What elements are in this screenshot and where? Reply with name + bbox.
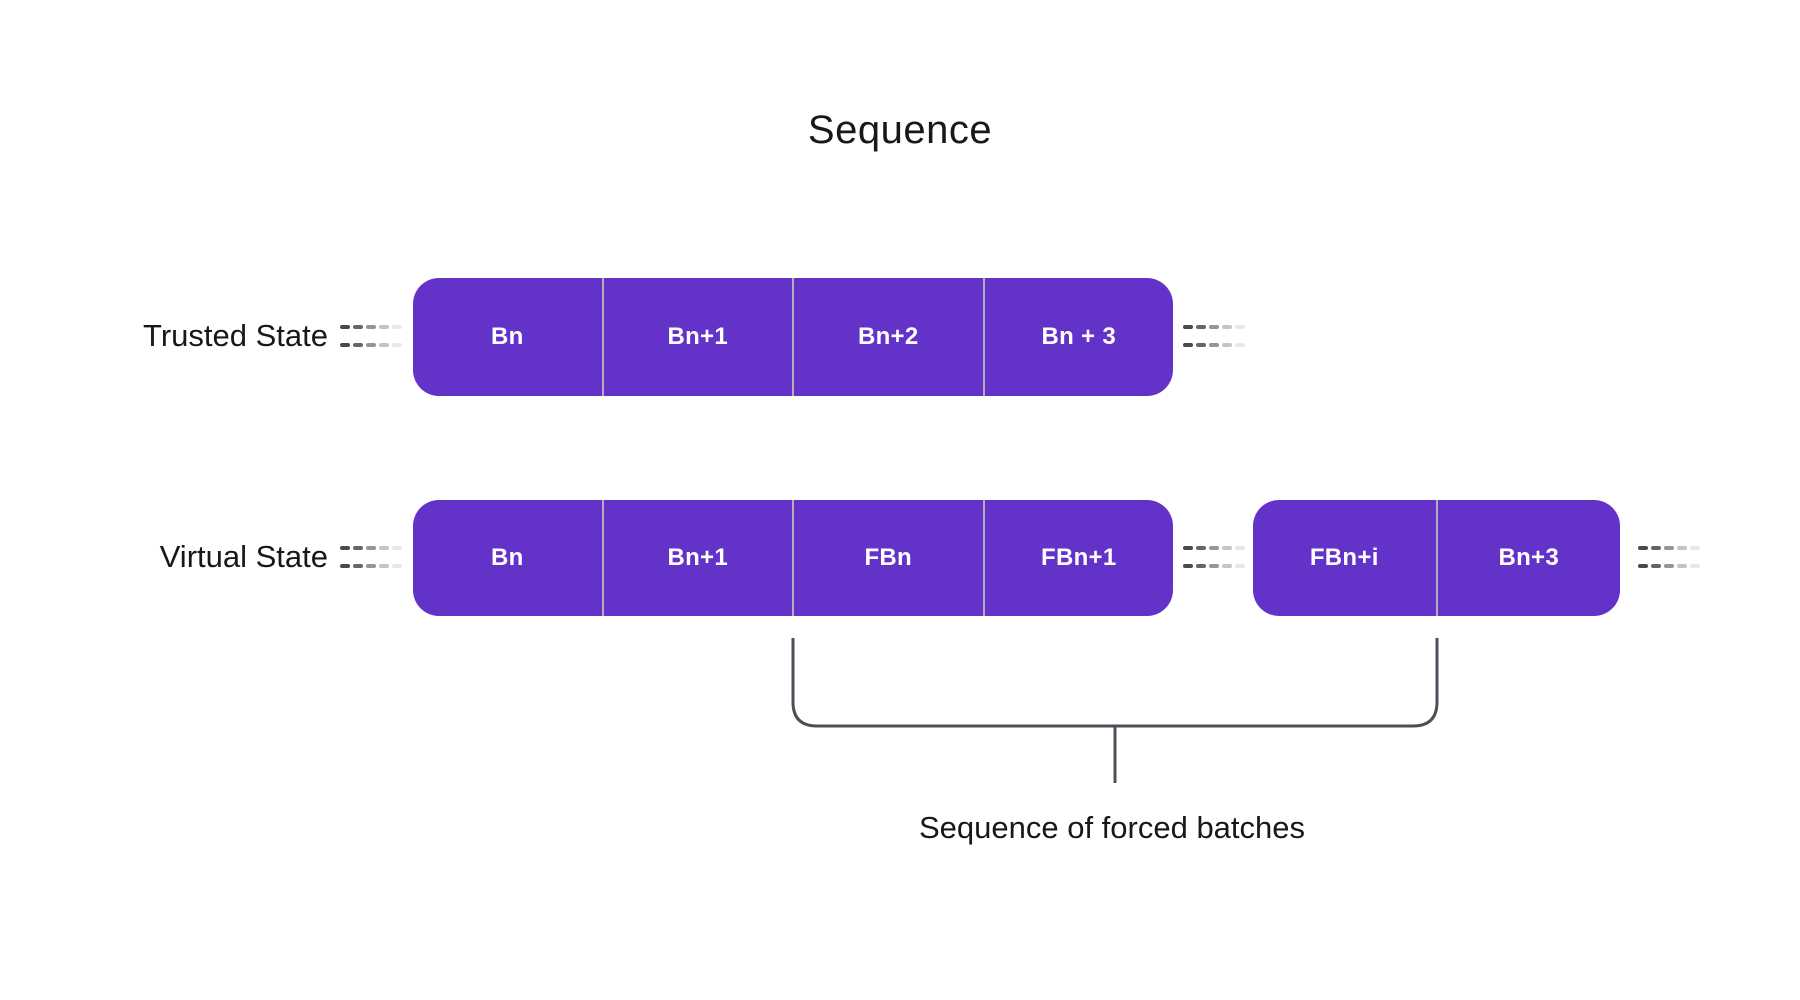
dash-line [1183,546,1245,550]
batch-segment: Bn + 3 [1041,323,1116,350]
batch-segment: FBn [794,500,985,616]
diagram-title: Sequence [807,108,993,152]
dashed-connector [340,546,402,568]
dash-line [1183,343,1245,347]
dash-line [1183,564,1245,568]
batch-segment: Bn+2 [794,278,985,396]
dash-line [340,564,402,568]
brace-bracket [791,638,1439,783]
batch-segment: Bn [413,500,604,616]
dash-line [340,325,402,329]
trusted-batch-group: Bn Bn+1 Bn+2 Bn + 3 [413,278,1173,396]
forced-batches-label: Sequence of forced batches [918,810,1306,845]
dash-line [1638,546,1700,550]
dash-line [1638,564,1700,568]
virtual-state-label: Virtual State [159,539,328,574]
dashed-connector [340,325,402,347]
virtual-batch-group-2: FBn+i Bn+3 [1253,500,1620,616]
batch-segment: Bn+1 [604,500,794,616]
virtual-batch-group-1: Bn Bn+1 FBn FBn+1 [413,500,1173,616]
dash-line [340,343,402,347]
batch-segment: Bn [413,278,604,396]
dashed-connector [1638,546,1700,568]
batch-segment: FBn+1 [1040,544,1117,571]
dashed-connector [1183,546,1245,568]
dashed-connector [1183,325,1245,347]
batch-segment: FBn+i [1253,500,1438,616]
batch-segment: Bn+1 [604,278,794,396]
dash-line [340,546,402,550]
trusted-state-label: Trusted State [143,318,328,353]
batch-segment: Bn+3 [1498,544,1560,571]
dash-line [1183,325,1245,329]
